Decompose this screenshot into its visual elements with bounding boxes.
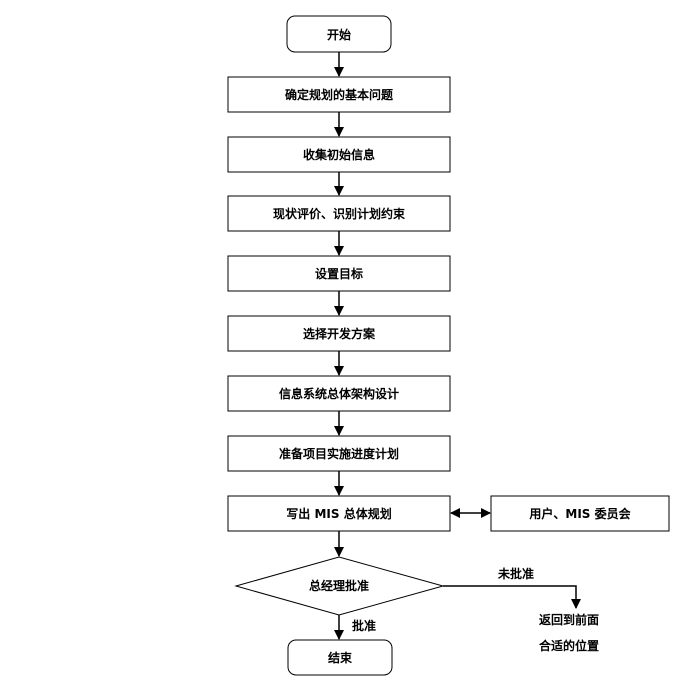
start-node: 开始 [286,15,392,53]
step-7-label: 准备项目实施进度计划 [279,446,399,461]
rejected-label: 未批准 [497,566,534,581]
step-8: 写出 MIS 总体规划 [227,495,451,532]
step-6-label: 信息系统总体架构设计 [279,386,399,401]
step-7: 准备项目实施进度计划 [227,435,451,472]
arrow-rejected [443,585,581,609]
end-label: 结束 [328,650,353,665]
step-3-label: 现状评价、识别计划约束 [273,206,406,221]
step-1-label: 确定规划的基本问题 [285,87,394,102]
step-3: 现状评价、识别计划约束 [227,195,451,232]
rejected-note-line1: 返回到前面 [539,612,599,627]
step-8-label: 写出 MIS 总体规划 [286,506,391,521]
step-1: 确定规划的基本问题 [227,76,451,113]
step-4-label: 设置目标 [315,266,363,281]
step-2: 收集初始信息 [227,136,451,173]
end-node: 结束 [287,639,393,676]
step-5-label: 选择开发方案 [303,326,376,341]
approved-label: 批准 [352,618,376,633]
side-box: 用户、MIS 委员会 [490,495,670,532]
step-4: 设置目标 [227,255,451,292]
rejected-note-line2: 合适的位置 [539,638,599,653]
start-label: 开始 [327,27,351,42]
side-box-label: 用户、MIS 委员会 [528,506,631,521]
decision-node: 总经理批准 [234,556,445,616]
step-2-label: 收集初始信息 [303,147,375,162]
decision-label: 总经理批准 [309,578,369,593]
step-5: 选择开发方案 [227,315,451,352]
step-6: 信息系统总体架构设计 [227,375,451,412]
